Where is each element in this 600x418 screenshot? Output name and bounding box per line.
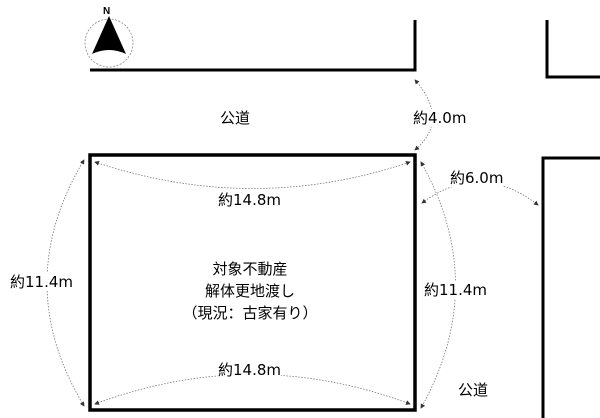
road-width-right-label: 約6.0m — [450, 169, 504, 187]
right-side-length-label: 約11.4m — [424, 281, 488, 299]
neighbor-block-top-left — [90, 20, 417, 72]
property-description: 対象不動産 解体更地渡し （現況：古家有り） — [150, 258, 350, 324]
property-condition: 解体更地渡し — [204, 282, 295, 300]
road-label-top: 公道 — [220, 109, 251, 127]
dimension-arcs — [46, 79, 539, 409]
neighbor-block-top-right — [545, 20, 600, 79]
north-label: N — [103, 6, 110, 17]
property-current-status: （現況：古家有り） — [182, 304, 318, 322]
neighbor-blocks — [90, 20, 600, 418]
property-boundary — [88, 153, 417, 412]
neighbor-block-right — [541, 156, 600, 418]
top-side-length-label: 約14.8m — [218, 191, 282, 209]
property-title: 対象不動産 — [212, 260, 288, 278]
road-label-right: 公道 — [458, 381, 489, 399]
bottom-side-length-label: 約14.8m — [218, 361, 282, 379]
compass-icon — [84, 16, 134, 68]
left-side-length-label: 約11.4m — [10, 273, 74, 291]
road-width-top-label: 約4.0m — [413, 109, 467, 127]
